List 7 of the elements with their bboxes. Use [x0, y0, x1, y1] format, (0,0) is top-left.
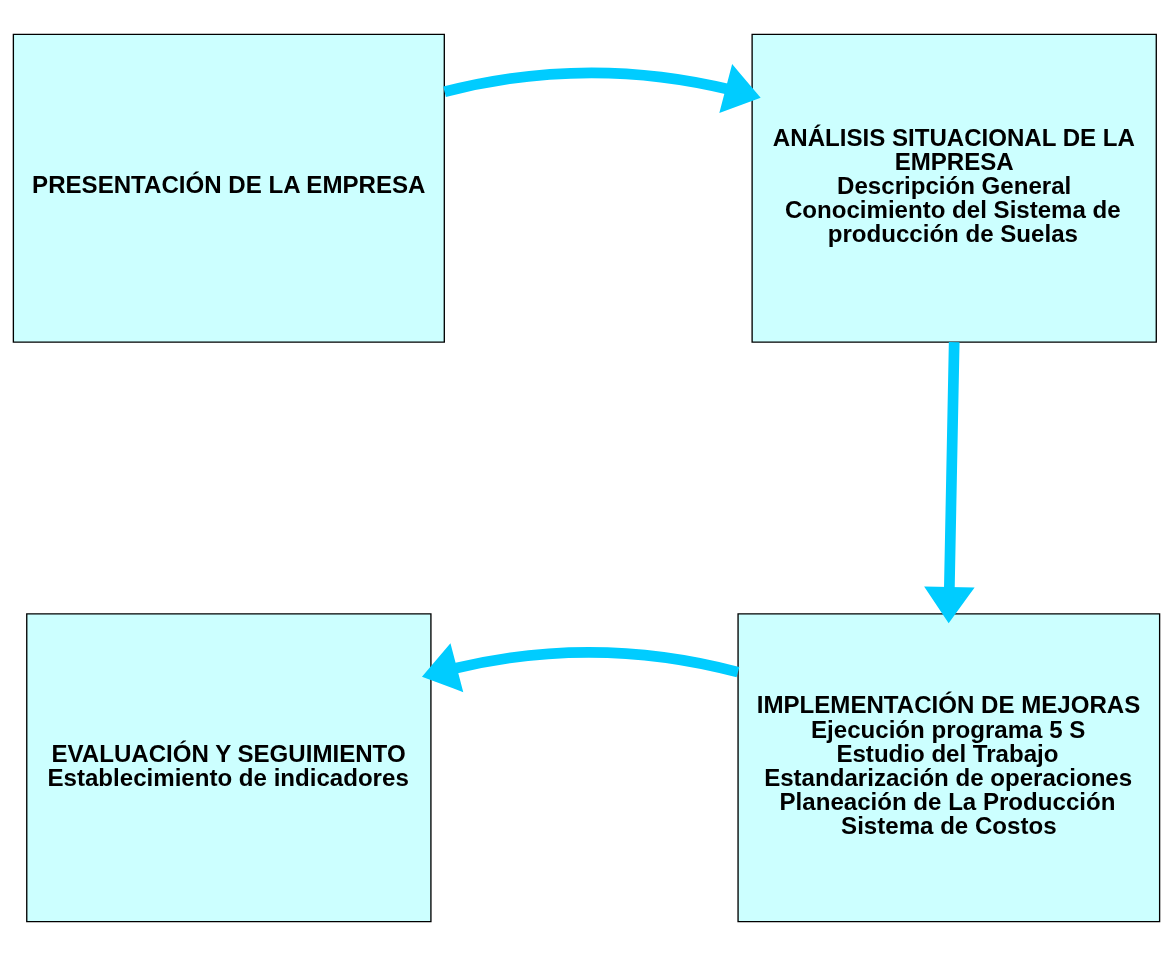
arrow — [443, 64, 761, 113]
node-box: IMPLEMENTACIÓN DE MEJORAS Ejecución programa 5 S Estudio del Trabajo Estandarización de operaciones Planeación de La Producción Sistema de Costos — [737, 613, 1161, 923]
arrow — [924, 342, 975, 624]
node-box: ANÁLISIS SITUACIONAL DE LA EMPRESA Descripción General Conocimiento del Sistema de producción de Suelas — [751, 33, 1157, 343]
node-box: PRESENTACIÓN DE LA EMPRESA — [12, 33, 445, 343]
node-box: EVALUACIÓN Y SEGUIMIENTO Establecimiento de indicadores — [26, 613, 432, 923]
arrow — [421, 643, 740, 693]
